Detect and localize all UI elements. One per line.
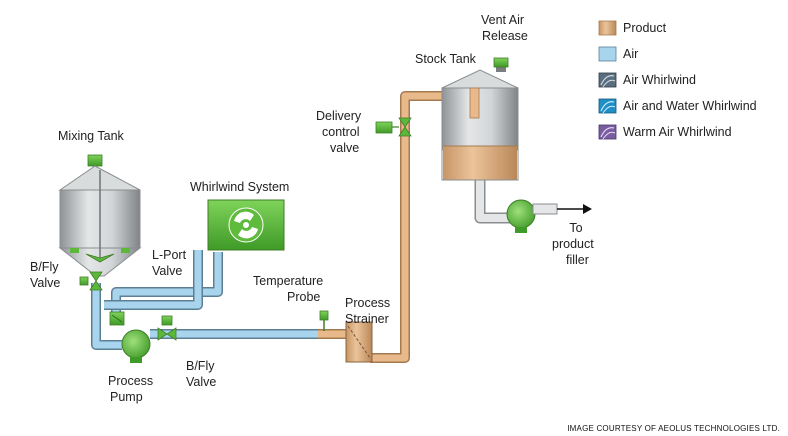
image-credit: IMAGE COURTESY OF AEOLUS TECHNOLOGIES LT… bbox=[567, 424, 780, 433]
legend-item-air-whirlwind: Air Whirlwind bbox=[598, 72, 696, 88]
whirlwind-logo-icon bbox=[228, 207, 264, 243]
whirlwind-system bbox=[207, 199, 285, 251]
vent-air-release-label-2: Release bbox=[482, 29, 528, 43]
temperature-probe bbox=[319, 310, 329, 331]
air-pipe bbox=[91, 250, 318, 350]
legend-swatch-warm-air-whirlwind-icon bbox=[598, 124, 617, 140]
bfly-valve-bottom-label-2: Valve bbox=[186, 375, 216, 389]
legend-swatch-product bbox=[598, 20, 617, 36]
bfly-valve-left-label-1: B/Fly bbox=[30, 260, 59, 274]
mixing-tank-label: Mixing Tank bbox=[58, 129, 125, 143]
bfly-valve-bottom bbox=[157, 315, 177, 341]
to-filler-arrow-icon bbox=[557, 204, 592, 214]
vent-air-release bbox=[493, 57, 509, 72]
lport-valve-label-1: L-Port bbox=[152, 248, 187, 262]
delivery-control-valve bbox=[375, 117, 412, 137]
legend-item-air-water-whirlwind: Air and Water Whirlwind bbox=[598, 98, 757, 114]
delivery-control-valve-label-2: control bbox=[322, 125, 360, 139]
stock-tank-product-level bbox=[443, 146, 517, 180]
mixing-tank-inlet bbox=[87, 154, 103, 167]
legend-label-air-whirlwind: Air Whirlwind bbox=[623, 73, 696, 87]
legend-label-product: Product bbox=[623, 21, 667, 35]
stock-tank bbox=[441, 69, 519, 181]
legend-label-air: Air bbox=[623, 47, 638, 61]
temperature-probe-label-1: Temperature bbox=[253, 274, 323, 288]
delivery-control-valve-label-1: Delivery bbox=[316, 109, 362, 123]
outlet-pipe bbox=[474, 180, 512, 224]
legend-item-warm-air-whirlwind: Warm Air Whirlwind bbox=[598, 124, 732, 140]
process-strainer-label-2: Strainer bbox=[345, 312, 389, 326]
process-pump-label-1: Process bbox=[108, 374, 153, 388]
process-strainer-label-1: Process bbox=[345, 296, 390, 310]
bfly-valve-left-label-2: Valve bbox=[30, 276, 60, 290]
to-product-filler-label-3: filler bbox=[566, 253, 589, 267]
legend-swatch-air-whirlwind-icon bbox=[598, 72, 617, 88]
delivery-control-valve-label-3: valve bbox=[330, 141, 359, 155]
process-strainer bbox=[345, 321, 373, 363]
product-pump bbox=[506, 199, 558, 233]
agitator-blade bbox=[85, 253, 115, 263]
temperature-probe-label-2: Probe bbox=[287, 290, 320, 304]
process-pump bbox=[121, 329, 151, 363]
legend-label-warm-air-whirlwind: Warm Air Whirlwind bbox=[623, 125, 732, 139]
bfly-valve-bottom-label-1: B/Fly bbox=[186, 359, 215, 373]
legend-item-air: Air bbox=[598, 46, 638, 62]
process-pump-label-2: Pump bbox=[110, 390, 143, 404]
legend-label-air-water-whirlwind: Air and Water Whirlwind bbox=[623, 99, 757, 113]
whirlwind-system-label: Whirlwind System bbox=[190, 180, 289, 194]
to-product-filler-label-2: product bbox=[552, 237, 594, 251]
vent-air-release-label-1: Vent Air bbox=[481, 13, 524, 27]
legend-swatch-air-water-whirlwind-icon bbox=[598, 98, 617, 114]
bfly-valve-top bbox=[79, 271, 103, 291]
lport-valve bbox=[109, 311, 125, 326]
stock-tank-label: Stock Tank bbox=[415, 52, 477, 66]
to-product-filler-label-1: To bbox=[569, 221, 582, 235]
lport-valve-label-2: Valve bbox=[152, 264, 182, 278]
legend-item-product: Product bbox=[598, 20, 667, 36]
legend: Product Air Air Whirlwind Air and Water … bbox=[598, 20, 757, 140]
legend-swatch-air bbox=[598, 46, 617, 62]
mixing-tank bbox=[58, 154, 142, 277]
